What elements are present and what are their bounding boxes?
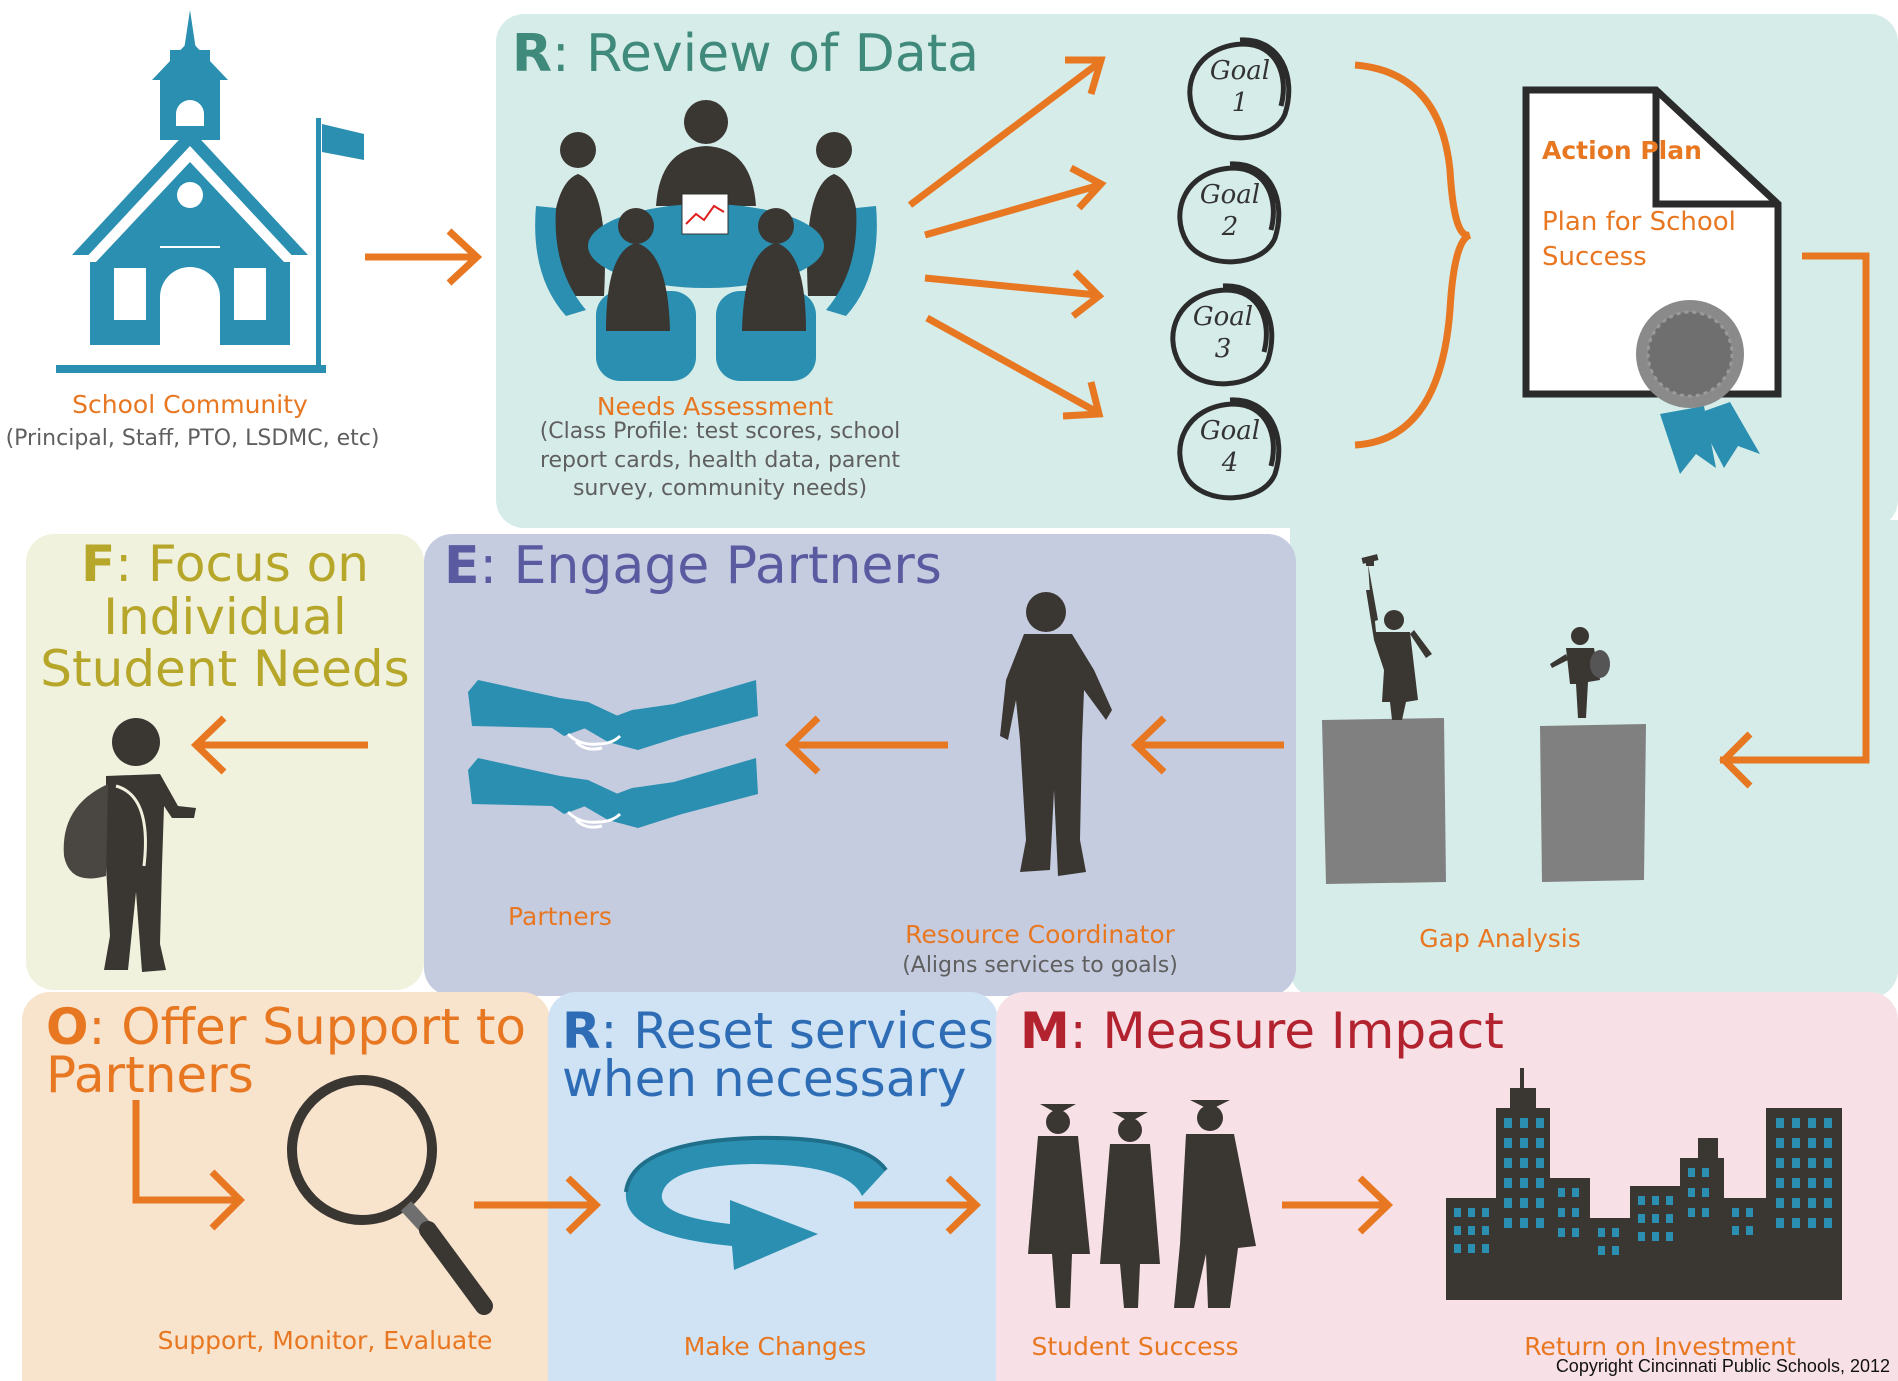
action-plan-document-icon — [1522, 86, 1782, 474]
review-letter: R — [512, 24, 553, 84]
scribble-circle-icon — [1177, 161, 1282, 265]
cycle-arrow-icon — [624, 1135, 888, 1270]
partners-label: Partners — [508, 902, 612, 931]
goal-3-num: 3 — [1214, 334, 1232, 364]
student-success-label: Student Success — [1031, 1332, 1239, 1361]
arrow-coordinator-to-partners — [784, 715, 948, 775]
review-title: R: Review of Data — [512, 28, 979, 80]
focus-letter: F — [81, 535, 116, 593]
engage-letter: E — [444, 536, 480, 596]
arrow-offer-elbow — [132, 1100, 245, 1231]
scribble-circle-icon — [1170, 283, 1275, 387]
review-title-text: : Review of Data — [552, 24, 979, 84]
goal-1: Goal 1 — [1185, 36, 1295, 141]
resource-coordinator-label: Resource Coordinator — [905, 920, 1175, 949]
reset-panel — [548, 992, 998, 1381]
focus-title-line2: Individual — [103, 587, 347, 646]
meeting-table-icon — [535, 100, 877, 381]
magnifying-glass-icon — [287, 1075, 493, 1315]
offer-title-line1: : Offer Support to — [88, 998, 527, 1056]
support-monitor-label: Support, Monitor, Evaluate — [157, 1326, 493, 1355]
measure-letter: M — [1020, 1002, 1070, 1060]
goal-1-num: 1 — [1231, 88, 1249, 118]
goal-3-word: Goal — [1192, 302, 1254, 332]
reset-title: R: Reset services when necessary — [562, 1006, 994, 1108]
goal-1-word: Goal — [1209, 56, 1271, 86]
arrow-offer-to-reset — [474, 1175, 602, 1235]
school-house-icon — [56, 10, 364, 373]
student-with-backpack-icon — [63, 718, 196, 972]
goal-4-word: Goal — [1199, 416, 1261, 446]
city-skyline-icon — [1446, 1068, 1842, 1300]
handshake-icon — [468, 680, 758, 829]
goal-4: Goal 4 — [1175, 396, 1285, 501]
focus-title: F: Focus on Individual Student Needs — [30, 538, 420, 696]
brace-icon — [1354, 61, 1472, 449]
arrow-school-to-review — [365, 228, 483, 286]
offer-title: O: Offer Support to Partners — [46, 1002, 526, 1104]
needs-assessment-label: Needs Assessment — [596, 392, 834, 421]
goal-2: Goal 2 — [1175, 160, 1285, 265]
school-community-label: School Community — [72, 390, 308, 419]
engage-panel — [424, 534, 1296, 996]
resource-coordinator-icon — [1000, 592, 1112, 876]
reset-title-line2: when necessary — [562, 1049, 967, 1108]
resource-coordinator-sub: (Aligns services to goals) — [902, 953, 1178, 978]
arrow-students-to-roi — [1282, 1175, 1394, 1235]
action-plan-title: Action Plan — [1542, 136, 1702, 165]
make-changes-label: Make Changes — [683, 1332, 867, 1361]
offer-panel — [22, 992, 550, 1381]
measure-title: M: Measure Impact — [1020, 1006, 1504, 1056]
goal-2-word: Goal — [1199, 180, 1261, 210]
gap-analysis-icon — [1322, 554, 1646, 884]
arrow-plan-to-gap — [1719, 252, 1870, 789]
goal-3: Goal 3 — [1168, 282, 1278, 387]
offer-title-line2: Partners — [46, 1045, 254, 1104]
gap-analysis-label: Gap Analysis — [1419, 924, 1581, 953]
reset-title-line1: : Reset services — [600, 1002, 994, 1060]
reset-letter: R — [562, 1002, 601, 1060]
focus-title-line3: Student Needs — [40, 640, 410, 698]
goal-4-num: 4 — [1221, 448, 1239, 478]
scribble-circle-icon — [1177, 397, 1282, 501]
arrow-gap-to-coordinator — [1130, 715, 1284, 775]
arrow-reset-to-measure — [854, 1175, 982, 1235]
focus-title-line1: : Focus on — [115, 535, 369, 593]
engage-title: E: Engage Partners — [444, 540, 942, 592]
roi-label: Return on Investment — [1524, 1332, 1796, 1361]
scribble-circle-icon — [1187, 37, 1292, 141]
needs-assessment-sub: (Class Profile: test scores, school repo… — [539, 419, 901, 502]
engage-title-text: : Engage Partners — [479, 536, 942, 596]
copyright-text: Copyright Cincinnati Public Schools, 201… — [1555, 1356, 1890, 1376]
offer-letter: O — [46, 998, 89, 1056]
graduates-icon — [1028, 1100, 1256, 1308]
focus-panel — [26, 534, 424, 990]
arrows-to-goals — [907, 56, 1107, 420]
measure-title-text: : Measure Impact — [1069, 1002, 1504, 1060]
action-plan-text: Plan for School Success — [1542, 207, 1736, 273]
school-community-sub: (Principal, Staff, PTO, LSDMC, etc) — [5, 426, 380, 451]
goal-2-num: 2 — [1221, 212, 1239, 242]
arrow-engage-to-focus — [190, 715, 368, 775]
